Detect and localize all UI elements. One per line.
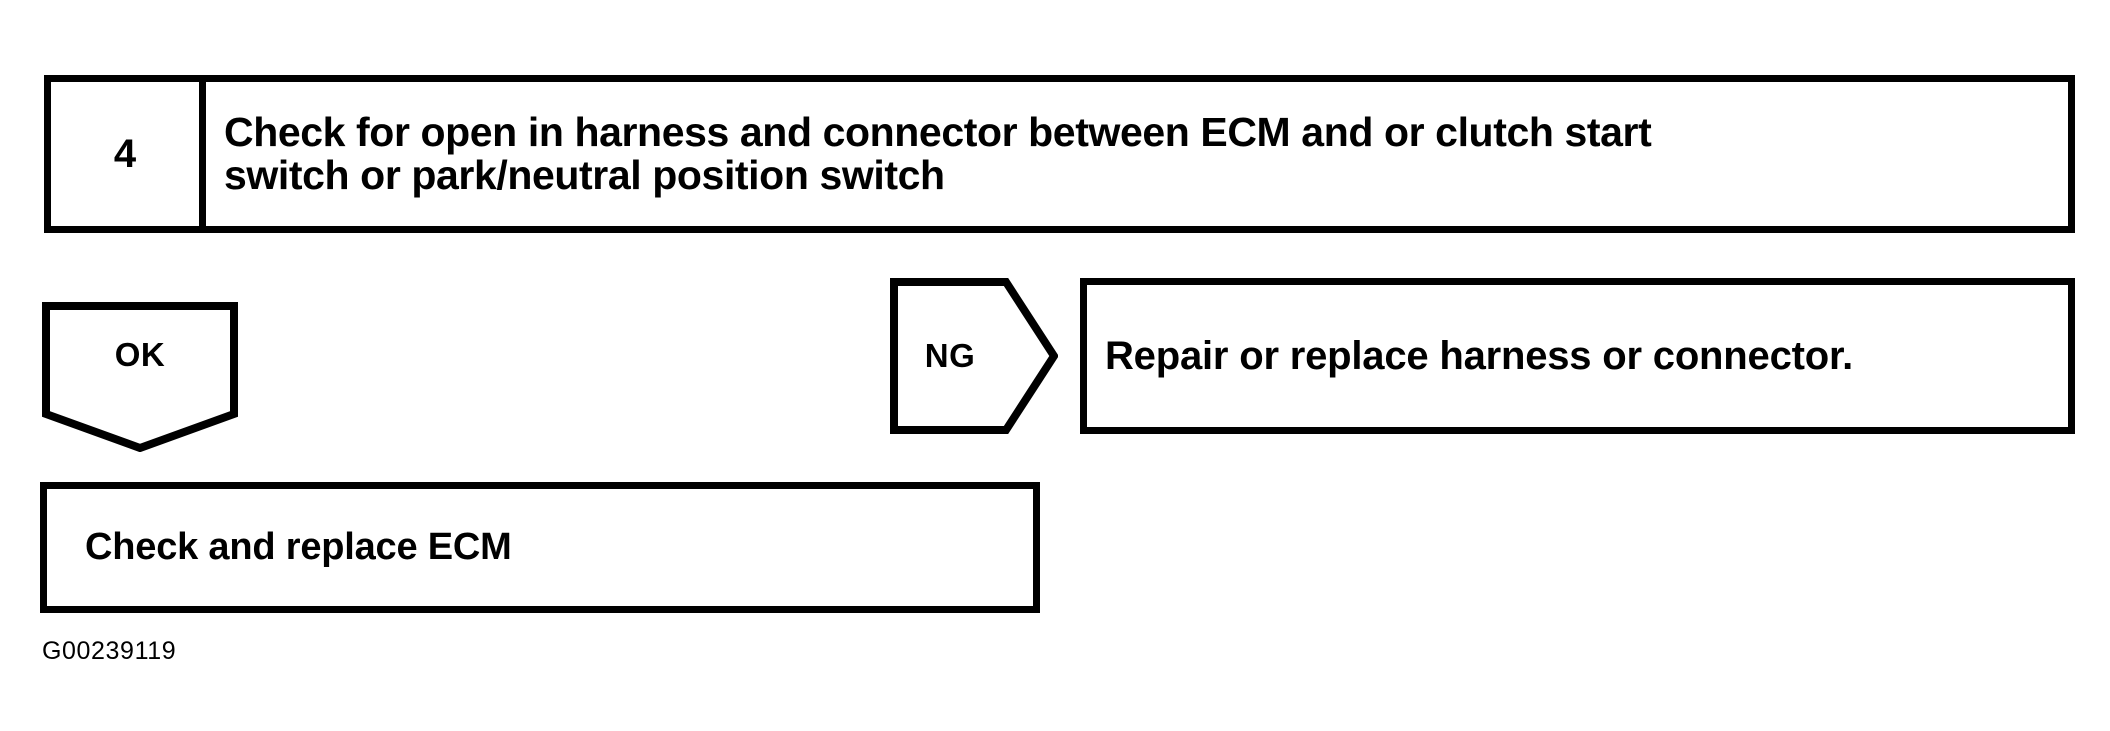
ok-branch-label: OK (114, 336, 166, 373)
ok-result-text: Check and replace ECM (85, 525, 512, 568)
pentagon-down-icon (42, 302, 238, 452)
ng-result-text: Repair or replace harness or connector. (1105, 334, 1854, 378)
figure-id-label: G00239119 (42, 637, 177, 665)
ng-result-box: Repair or replace harness or connector. (1080, 278, 2075, 434)
ok-result-box: Check and replace ECM (40, 482, 1040, 613)
pentagon-right-icon (890, 278, 1058, 434)
step-header-table: 4 Check for open in harness and connecto… (44, 75, 2075, 233)
step-description-line-1: Check for open in harness and connector … (224, 108, 1652, 155)
ok-branch-pentagon (42, 302, 238, 452)
ng-branch-label: NG (924, 337, 976, 374)
step-number: 4 (113, 132, 137, 176)
ng-branch-pentagon (890, 278, 1058, 434)
step-description-cell: Check for open in harness and connector … (206, 82, 2068, 226)
step-description-line-2: switch or park/neutral position switch (224, 152, 945, 198)
step-number-cell: 4 (51, 82, 206, 226)
